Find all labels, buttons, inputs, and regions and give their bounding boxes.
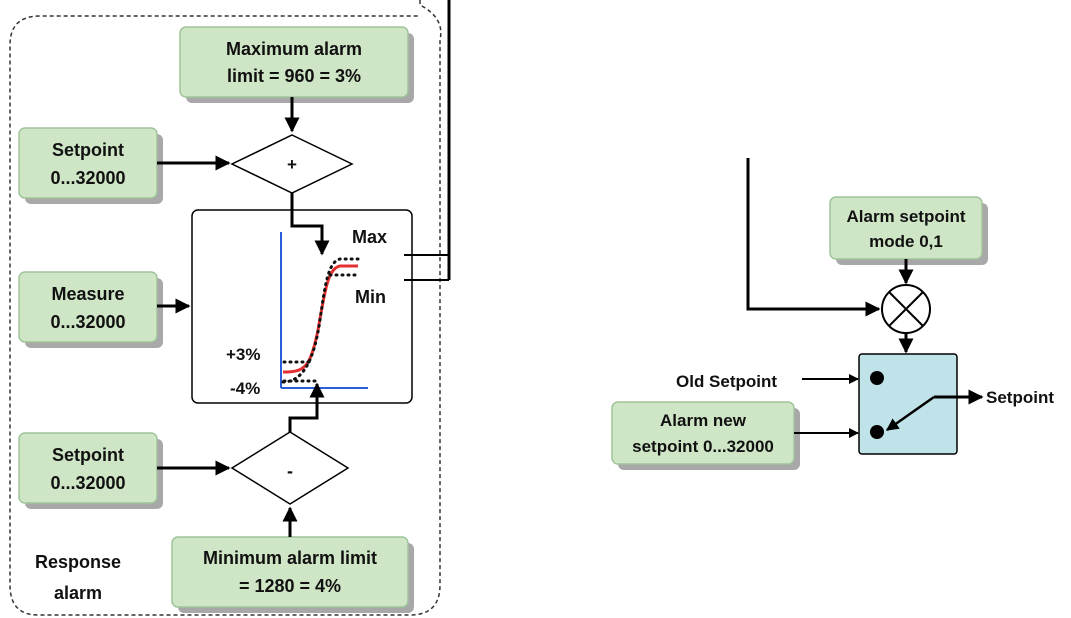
min-alarm-line2: = 1280 = 4% bbox=[239, 576, 341, 596]
alarm-new-line1: Alarm new bbox=[660, 411, 747, 430]
alarm-mode-line1: Alarm setpoint bbox=[846, 207, 965, 226]
setpoint-bottom-line2: 0...32000 bbox=[50, 473, 125, 493]
min-alarm-limit-box: Minimum alarm limit = 1280 = 4% bbox=[171, 536, 414, 613]
alarm-new-line2: setpoint 0...32000 bbox=[632, 437, 774, 456]
plus-sign: + bbox=[287, 155, 297, 174]
graph-min-label: Min bbox=[355, 287, 386, 307]
limit-curve-upper bbox=[281, 257, 360, 384]
response-alarm-line1: Response bbox=[35, 552, 121, 572]
minus-sign: - bbox=[287, 461, 293, 481]
alarm-response-graph: Max Min +3% -4% bbox=[191, 209, 413, 404]
setpoint-top-box: Setpoint 0...32000 bbox=[18, 127, 163, 204]
minus-operator: - bbox=[230, 431, 350, 505]
setpoint-bottom-line1: Setpoint bbox=[52, 445, 124, 465]
response-alarm-group-outline bbox=[9, 0, 442, 616]
min-alarm-line1: Minimum alarm limit bbox=[203, 548, 377, 568]
setpoint-bottom-box: Setpoint 0...32000 bbox=[18, 432, 163, 509]
max-alarm-line1: Maximum alarm bbox=[226, 39, 362, 59]
max-alarm-limit-box: Maximum alarm limit = 960 = 3% bbox=[179, 26, 414, 103]
measure-line2: 0...32000 bbox=[50, 312, 125, 332]
multiplier-icon bbox=[881, 284, 931, 334]
old-setpoint-label: Old Setpoint bbox=[676, 372, 777, 391]
setpoint-switch bbox=[858, 353, 958, 455]
setpoint-top-line2: 0...32000 bbox=[50, 168, 125, 188]
graph-max-label: Max bbox=[352, 227, 387, 247]
graph-plus3-label: +3% bbox=[226, 345, 261, 364]
measure-line1: Measure bbox=[51, 284, 124, 304]
left-connectors bbox=[157, 0, 451, 537]
graph-minus4-label: -4% bbox=[230, 379, 260, 398]
alarm-setpoint-mode-box: Alarm setpoint mode 0,1 bbox=[829, 196, 988, 265]
plus-operator: + bbox=[230, 134, 354, 194]
alarm-mode-line2: mode 0,1 bbox=[869, 232, 943, 251]
input-to-multiplier-line bbox=[746, 158, 881, 317]
max-alarm-line2: limit = 960 = 3% bbox=[227, 66, 361, 86]
alarm-new-setpoint-box: Alarm new setpoint 0...32000 bbox=[611, 401, 800, 470]
response-alarm-line2: alarm bbox=[54, 583, 102, 603]
setpoint-output-label: Setpoint bbox=[986, 388, 1054, 407]
measure-box: Measure 0...32000 bbox=[18, 271, 163, 348]
setpoint-top-line1: Setpoint bbox=[52, 140, 124, 160]
